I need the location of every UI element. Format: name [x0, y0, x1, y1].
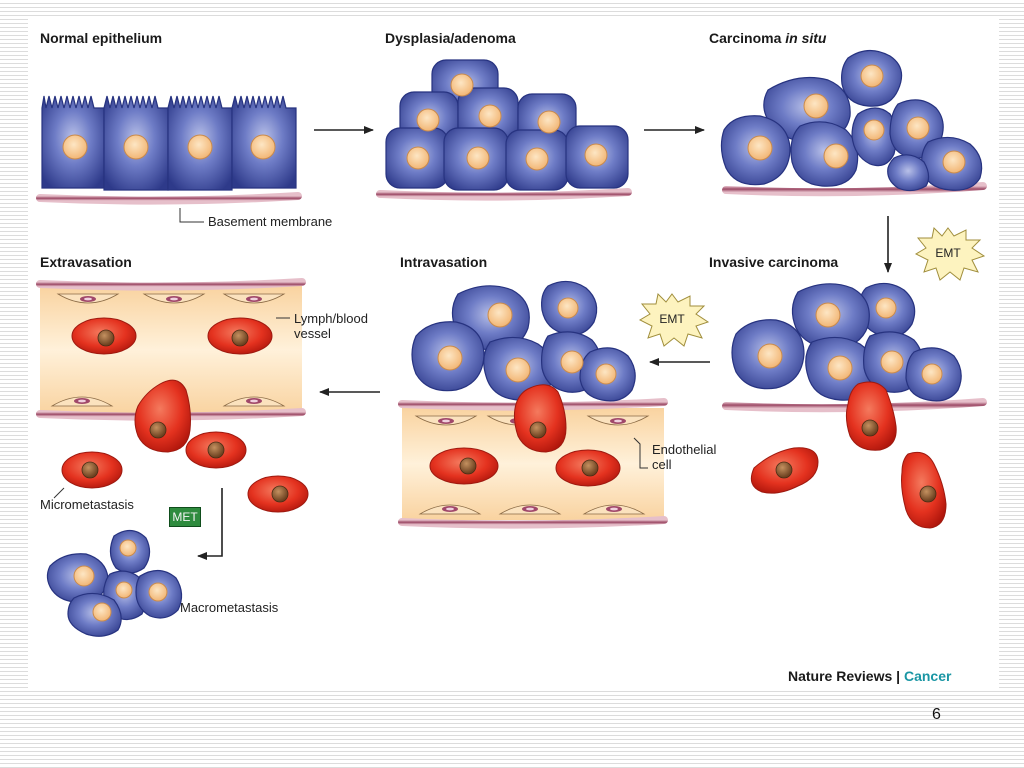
journal-credit: Nature Reviews | Cancer: [788, 668, 951, 684]
carcinoma-in-situ-illustration: [720, 49, 987, 197]
diagram-canvas: [36, 49, 987, 637]
stage-title-normal-epithelium: Normal epithelium: [40, 30, 163, 46]
arrow-met-to-macrometastasis: [197, 488, 223, 560]
extravasation-illustration: [36, 278, 309, 637]
invasive-carcinoma-illustration: [722, 282, 987, 529]
stage-title-dysplasia: Dysplasia/adenoma: [385, 30, 516, 46]
micrometastasis-leader: [53, 487, 65, 499]
slide: Normal epithelium Dysplasia/adenoma Carc…: [28, 18, 999, 691]
credit-separator: |: [896, 668, 901, 684]
met-badge: MET: [169, 507, 201, 527]
stage-title-cis-main: Carcinoma: [709, 30, 786, 46]
journal-name: Nature Reviews: [788, 668, 893, 684]
stage-title-cis-italic: in situ: [785, 30, 827, 46]
emt-starburst-1: [914, 226, 986, 281]
emt-label-2: EMT: [659, 312, 685, 326]
stage-title-invasive-carcinoma: Invasive carcinoma: [709, 254, 839, 270]
endothelial-label-line2: cell: [652, 457, 672, 472]
page-number: 6: [932, 706, 941, 723]
dysplasia-illustration: [376, 59, 632, 201]
stage-title-intravasation: Intravasation: [400, 254, 488, 270]
endothelial-cell-leader: [633, 437, 648, 469]
basement-membrane-label: Basement membrane: [208, 214, 333, 229]
vessel-label-line2: vessel: [294, 326, 331, 341]
intravasation-illustration: [398, 280, 668, 529]
macrometastasis-label: Macrometastasis: [180, 600, 279, 615]
emt-label-1: EMT: [935, 246, 961, 260]
journal-section: Cancer: [903, 668, 952, 684]
basement-membrane-normal: [36, 192, 302, 205]
basement-membrane-leader: [179, 208, 204, 223]
vessel-label-line1: Lymph/blood: [294, 311, 368, 326]
emt-starburst-2: [638, 292, 710, 347]
stage-title-extravasation: Extravasation: [40, 254, 132, 270]
normal-epithelium-illustration: [36, 95, 302, 223]
micrometastasis-label: Micrometastasis: [40, 497, 134, 512]
endothelial-label-line1: Endothelial: [652, 442, 717, 457]
stage-title-carcinoma-in-situ: Carcinoma in situ: [709, 30, 826, 46]
